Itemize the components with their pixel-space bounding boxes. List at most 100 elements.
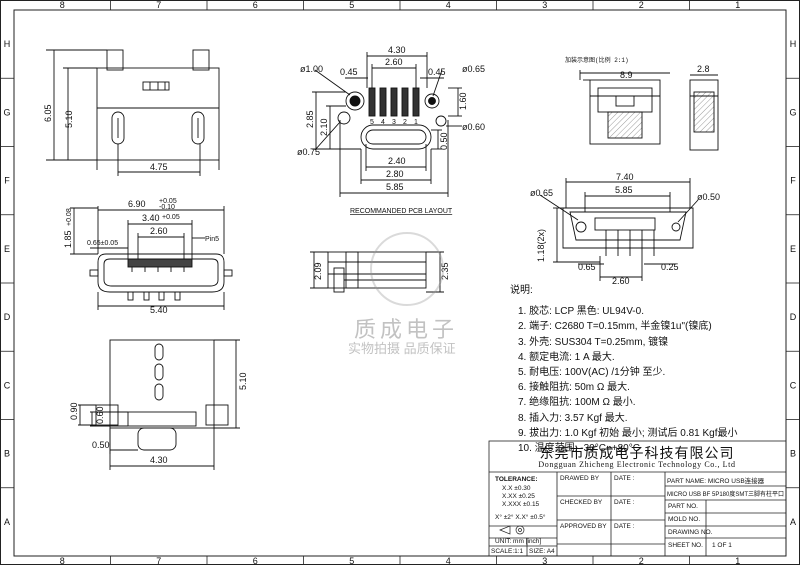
front-w340: 3.40 xyxy=(142,213,160,223)
notes-title: 说明: xyxy=(510,285,533,296)
projection-symbol xyxy=(499,525,525,535)
install-example xyxy=(579,70,719,151)
frame-col-label: 2 xyxy=(639,0,644,10)
br-w740: 7.40 xyxy=(616,172,634,182)
pcb-w260: 2.60 xyxy=(385,57,403,67)
front-tol690b: -0.10 xyxy=(159,204,175,211)
drawn-date-label: DATE : xyxy=(614,475,635,482)
frame-row-label: A xyxy=(790,517,796,527)
pcb-w240: 2.40 xyxy=(388,156,406,166)
frame-col-label: 7 xyxy=(156,556,161,565)
mold-no-label: MOLD NO. xyxy=(668,516,701,523)
pcb-pin-2: 2 xyxy=(403,119,407,126)
front-pin5: Pin5 xyxy=(205,236,219,243)
pcb-d060: ø0.60 xyxy=(462,122,485,132)
frame-col-label: 3 xyxy=(542,556,547,565)
tolerance-row: X.XXX ±0.15 xyxy=(502,501,540,508)
front-tol340: +0.05 xyxy=(162,214,180,221)
sheet-no-label: SHEET NO. xyxy=(668,542,703,549)
br-d065: ø0.65 xyxy=(530,188,553,198)
pcb-w280: 2.80 xyxy=(386,169,404,179)
br-w025: 0.25 xyxy=(661,262,679,272)
approved-date-label: DATE : xyxy=(614,523,635,530)
frame-row-label: G xyxy=(3,107,10,117)
pcb-title: RECOMMANDED PCB LAYOUT xyxy=(350,208,453,215)
checked-by-label: CHECKED BY xyxy=(560,499,603,506)
frame-col-label: 4 xyxy=(446,0,451,10)
unit-label: UNIT: mm [inch] xyxy=(495,538,542,545)
drawing-no-label: DRAWING NO. xyxy=(668,529,713,536)
tolerance-row: X.X ±0.30 xyxy=(502,485,531,492)
pcb-h210: 2.10 xyxy=(319,118,329,136)
part-name: PART NAME: MICRO USB连接器 xyxy=(667,478,765,485)
front-h185: 1.85 xyxy=(63,230,73,248)
frame-row-label: H xyxy=(4,39,11,49)
install-w2: 2.8 xyxy=(697,64,710,74)
panel-cutout-view xyxy=(539,178,699,281)
bottom-w060: 0.60 xyxy=(95,406,105,424)
note-item: 4. 额定电流: 1 A 最大. xyxy=(518,351,615,363)
br-w065: 0.65 xyxy=(578,262,596,272)
tolerance-angle: X° ±2° X.X° ±0.5° xyxy=(495,514,546,521)
frame-row-label: G xyxy=(789,107,796,117)
watermark-logo xyxy=(370,232,444,306)
front-view xyxy=(70,206,233,310)
pcb-h050: 0.50 xyxy=(439,132,449,150)
frame-col-label: 5 xyxy=(349,0,354,10)
frame-col-label: 8 xyxy=(60,0,65,10)
frame-row-label: C xyxy=(4,380,11,390)
frame-col-label: 4 xyxy=(446,556,451,565)
front-tol185: +0.08 xyxy=(66,208,73,226)
front-tol690a: +0.05 xyxy=(159,198,177,205)
frame-col-label: 6 xyxy=(253,556,258,565)
br-w585: 5.85 xyxy=(615,185,633,195)
pcb-d065: ø0.65 xyxy=(462,64,485,74)
bottom-w050: 0.50 xyxy=(92,440,110,450)
size-label: SIZE: A4 xyxy=(529,548,555,555)
front-w540: 5.40 xyxy=(150,305,168,315)
notes-block: 说明: 1. 胶芯: LCP 黑色: UL94V-0. 2. 端子: C2680… xyxy=(510,283,790,456)
frame-row-label: A xyxy=(4,517,10,527)
pcb-pin-1: 1 xyxy=(414,119,418,126)
watermark-cn: 质成电子 xyxy=(354,317,459,342)
checked-date-label: DATE : xyxy=(614,499,635,506)
company-name-en: Dongguan Zhicheng Electronic Technology … xyxy=(538,460,736,469)
br-h118: 1.18(2x) xyxy=(536,229,546,262)
frame-col-label: 1 xyxy=(735,556,740,565)
dim-top-h1: 5.10 xyxy=(64,110,74,128)
pcb-h160: 1.60 xyxy=(458,92,468,110)
approved-by-label: APPROVED BY xyxy=(560,523,607,530)
bottom-w430: 4.30 xyxy=(150,455,168,465)
install-w: 8.9 xyxy=(620,70,633,80)
frame-row-label: D xyxy=(4,312,11,322)
frame-row-label: E xyxy=(4,244,10,254)
note-item: 8. 插入力: 3.57 Kgf 最大. xyxy=(518,412,628,424)
drawn-by-label: DRAWED BY xyxy=(560,475,600,482)
front-w260: 2.60 xyxy=(150,226,168,236)
pcb-h285: 2.85 xyxy=(305,110,315,128)
frame-row-label: B xyxy=(790,449,796,459)
dim-top-h2: 6.05 xyxy=(43,104,53,122)
frame-col-label: 7 xyxy=(156,0,161,10)
frame-row-label: C xyxy=(790,380,797,390)
side-h209: 2.09 xyxy=(313,262,323,280)
pcb-d075: ø0.75 xyxy=(297,147,320,157)
side-h235: 2.35 xyxy=(440,262,450,280)
pcb-w585: 5.85 xyxy=(386,182,404,192)
frame-row-label: E xyxy=(790,244,796,254)
front-w690: 6.90 xyxy=(128,199,146,209)
note-item: 2. 端子: C2680 T=0.15mm, 半金镍1u"(镍底) xyxy=(518,321,712,333)
tolerance-row: X.XX ±0.25 xyxy=(502,493,535,500)
br-w260: 2.60 xyxy=(612,276,630,286)
note-item: 1. 胶芯: LCP 黑色: UL94V-0. xyxy=(518,306,644,318)
bottom-w090: 0.90 xyxy=(69,402,79,420)
note-item: 3. 外壳: SUS304 T=0.25mm, 镀镍 xyxy=(518,336,669,348)
note-item: 10. 温度范围: -30°C~+80°C xyxy=(518,443,640,455)
tolerance-label: TOLERANCE: xyxy=(495,476,538,483)
front-w065: 0.65±0.05 xyxy=(87,240,118,247)
title-block-grid xyxy=(488,440,787,557)
sheet-no-value: 1 OF 1 xyxy=(712,542,732,549)
